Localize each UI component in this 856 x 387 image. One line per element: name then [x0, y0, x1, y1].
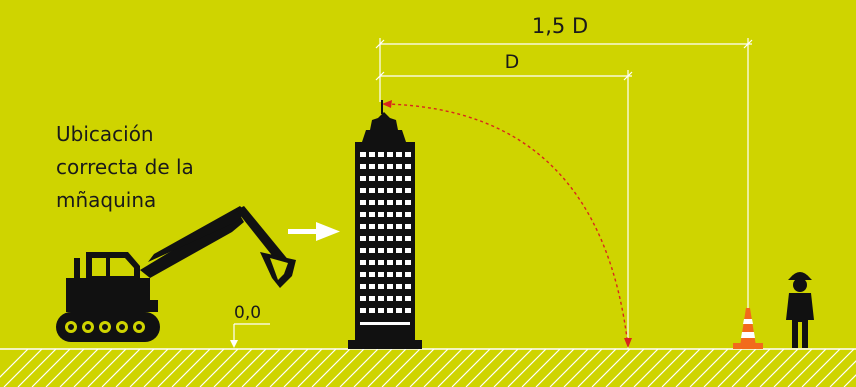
building-icon	[348, 100, 422, 349]
ground-level-arrowhead	[230, 340, 238, 348]
fall-arc	[382, 100, 632, 348]
traffic-cone-icon	[733, 308, 763, 349]
building-entrance	[360, 322, 410, 325]
caption-line-3: mñaquina	[56, 188, 156, 212]
dimension-small-label: D	[505, 51, 520, 73]
ground-level-label: 0,0	[234, 303, 261, 323]
ground-hatch	[0, 349, 856, 387]
worker-icon	[786, 272, 814, 348]
dimension-lines	[375, 38, 753, 349]
building-windows	[360, 152, 411, 313]
arc-arrowhead-top	[382, 100, 392, 108]
caption-line-2: correcta de la	[56, 155, 194, 179]
excavator-icon	[56, 206, 296, 342]
caption-line-1: Ubicación	[56, 122, 154, 146]
ground	[0, 348, 856, 387]
arc-arrowhead-bottom	[624, 338, 632, 348]
dimension-large-label: 1,5 D	[532, 14, 588, 38]
arrow-right-icon	[288, 222, 340, 241]
